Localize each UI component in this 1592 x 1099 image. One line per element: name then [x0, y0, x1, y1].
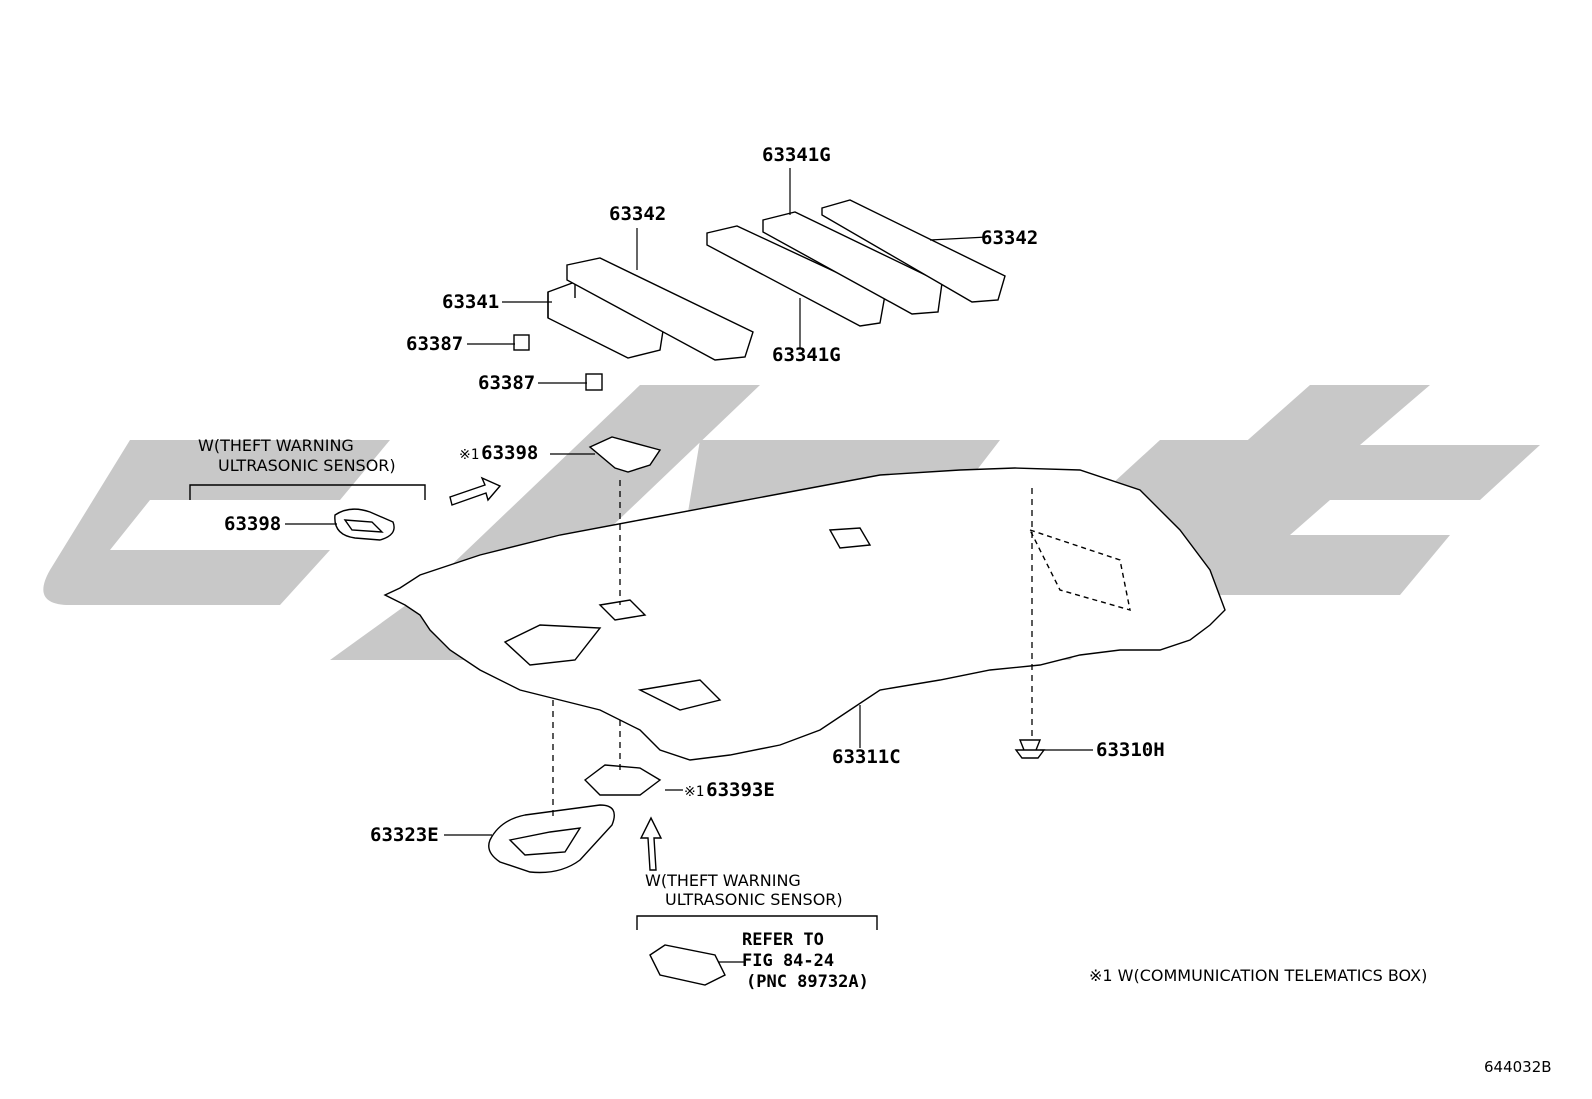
label-63342-right: 63342: [981, 227, 1039, 249]
arrow-upper: [449, 476, 502, 506]
footnote: ※1 W(COMMUNICATION TELEMATICS BOX): [1089, 966, 1428, 985]
label-63310H: 63310H: [1096, 739, 1165, 761]
bracket-upper: [189, 484, 426, 500]
bracket-lower: [636, 915, 878, 930]
label-63323E: 63323E: [370, 824, 439, 846]
label-63341G-top: 63341G: [762, 144, 831, 166]
install-lines: [552, 480, 1033, 820]
condition-upper-line2: ULTRASONIC SENSOR): [218, 456, 396, 475]
condition-upper-line1: W(THEFT WARNING: [198, 436, 354, 455]
clip-63387-a-shape: [513, 334, 530, 351]
figure-code: 644032B: [1484, 1058, 1552, 1076]
label-63393E-number: 63393E: [706, 779, 775, 801]
label-63311C: 63311C: [832, 746, 901, 768]
clip-63310H-shape: [1014, 739, 1046, 759]
reference-line2: FIG 84-24: [742, 951, 835, 971]
leader-lines: [285, 168, 1093, 963]
label-63398-top-number: 63398: [481, 442, 539, 464]
pad-63341G-upper-shape: [762, 211, 943, 315]
trim-63398-left-shape: [334, 508, 395, 541]
label-63341G-bottom: 63341G: [772, 344, 841, 366]
arrow-lower: [639, 816, 663, 871]
label-63342-left: 63342: [609, 203, 667, 225]
label-63398-left: 63398: [224, 513, 282, 535]
pad-63341G-lower-shape: [706, 225, 886, 327]
clip-63387-b-shape: [585, 373, 603, 391]
sensor-ref-shape: [649, 944, 726, 986]
condition-lower-line1: W(THEFT WARNING: [645, 871, 801, 890]
label-63341: 63341: [442, 291, 500, 313]
reference-line1: REFER TO: [742, 930, 824, 950]
line-art: [189, 199, 1226, 986]
pad-63342-right-shape: [821, 199, 1006, 303]
footnote-mark: ※1: [459, 447, 480, 463]
label-63387-b: 63387: [478, 372, 536, 394]
pad-63342-left-shape: [566, 257, 754, 361]
condition-lower-line2: ULTRASONIC SENSOR): [665, 890, 843, 909]
reference-line3: (PNC 89732A): [746, 972, 869, 992]
bracket-63393E-shape: [583, 764, 662, 796]
headliner-63311C-shape: [383, 467, 1226, 761]
label-63387-a: 63387: [406, 333, 464, 355]
footnote-mark: ※1: [684, 784, 705, 800]
bracket-63398-top-shape: [588, 436, 662, 473]
trim-63323E-shape: [488, 804, 615, 874]
